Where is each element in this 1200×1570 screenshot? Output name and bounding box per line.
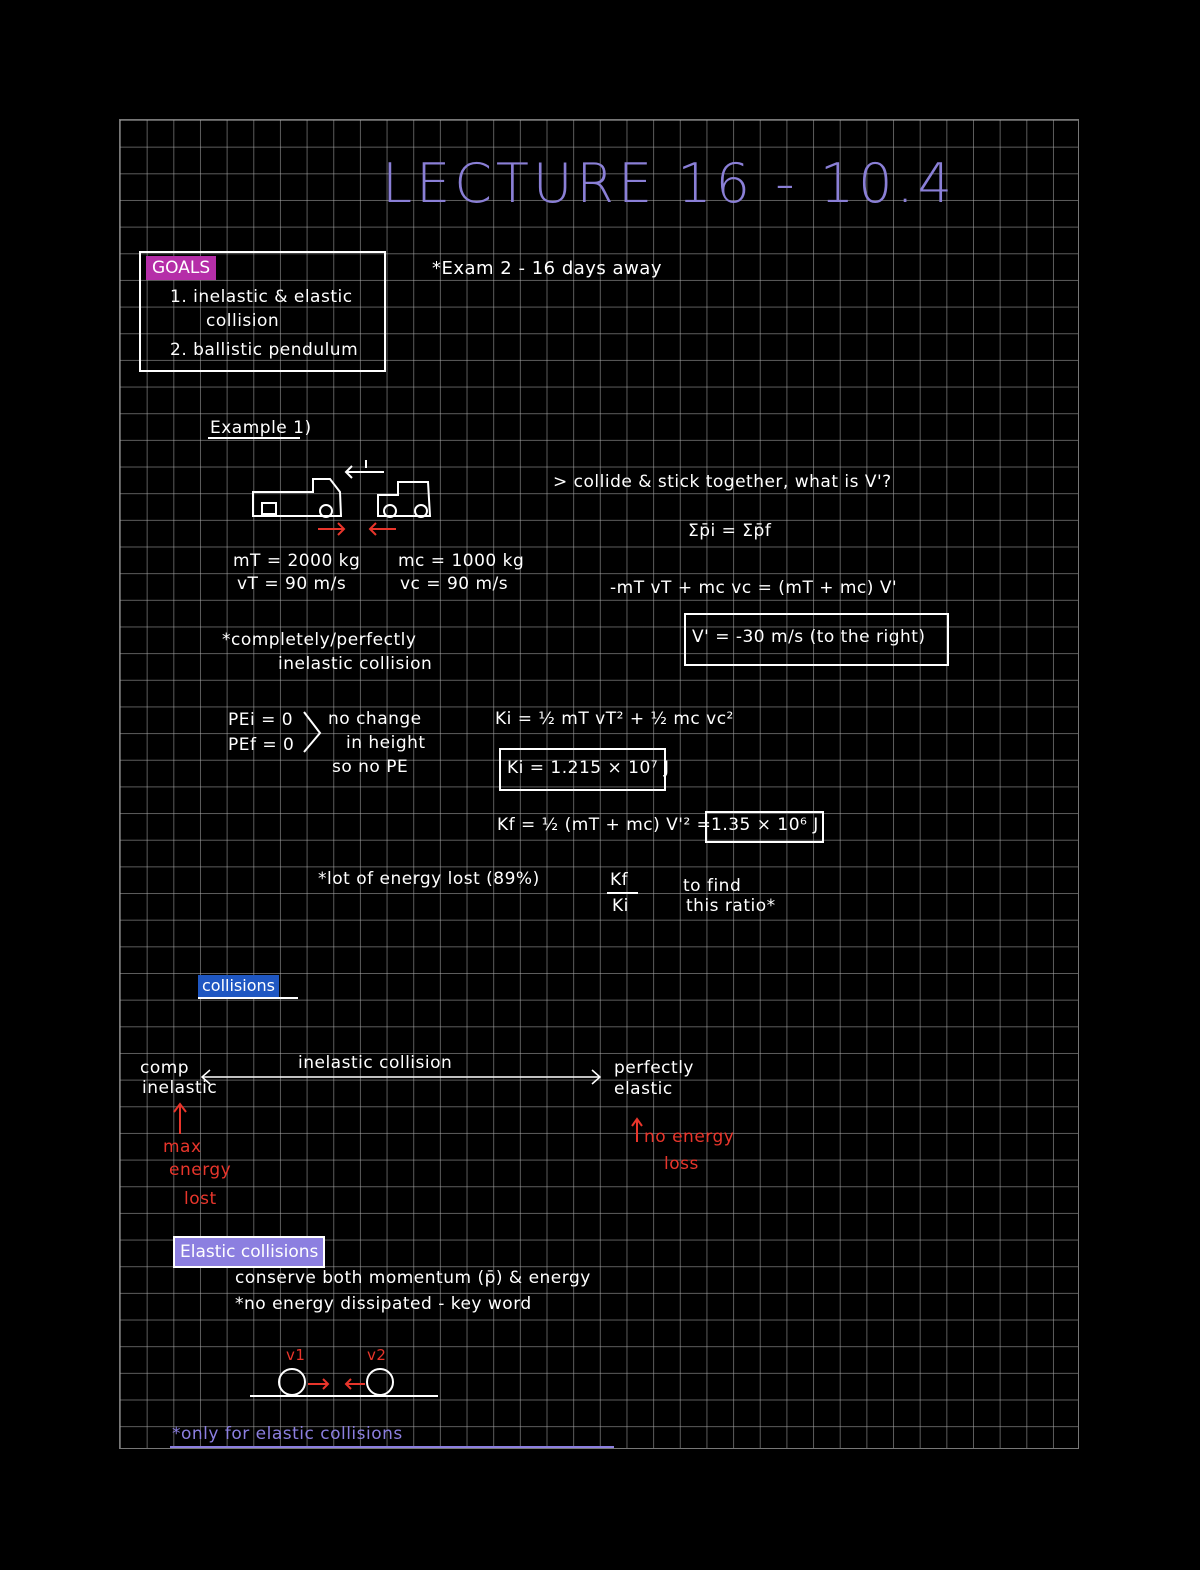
elastic-line: conserve both momentum (p̄) & energy (235, 1268, 591, 1288)
momentum-expanded: -mT vT + mc vc = (mT + mc) V' (610, 578, 898, 598)
goal-item: 1. inelastic & elastic (170, 287, 353, 307)
pe-note: no change (328, 709, 422, 729)
exam-note: *Exam 2 - 16 days away (432, 258, 662, 279)
grid-notebook-page (119, 119, 1079, 1449)
car-mass: mc = 1000 kg (398, 551, 525, 571)
goals-box (139, 251, 386, 372)
pe-note: in height (346, 733, 426, 753)
spectrum-right-label: perfectly (614, 1058, 694, 1078)
example-underline (208, 437, 300, 439)
goals-tag: GOALS (146, 256, 217, 280)
kf-equation: Kf = ½ (mT + mc) V'² = (497, 815, 712, 835)
ki-equation: Ki = ½ mT vT² + ½ mc vc² (495, 709, 734, 729)
spectrum-right-label: elastic (614, 1079, 673, 1099)
car-velocity: vc = 90 m/s (400, 574, 509, 594)
truck-velocity: vT = 90 m/s (237, 574, 347, 594)
goal-item: 2. ballistic pendulum (170, 340, 359, 360)
page-title: LECTURE 16 - 10.4 (382, 152, 956, 215)
velocity-label-2: v2 (367, 1346, 387, 1364)
example-heading: Example 1) (210, 418, 312, 438)
velocity-label-1: v1 (286, 1346, 306, 1364)
ratio-denominator: Ki (612, 896, 629, 916)
pe-note: so no PE (332, 757, 409, 777)
max-energy-lost: max (163, 1137, 202, 1157)
goal-item: collision (206, 311, 280, 331)
spectrum-middle-label: inelastic collision (298, 1053, 453, 1073)
pe-final: PEf = 0 (228, 735, 295, 755)
ratio-numerator: Kf (610, 870, 629, 890)
collision-question: > collide & stick together, what is V'? (553, 472, 892, 492)
inelastic-note: *completely/perfectly (222, 630, 417, 650)
no-energy-loss: loss (664, 1154, 699, 1174)
spectrum-left-label: comp (140, 1058, 190, 1078)
ki-result-box (499, 748, 666, 791)
velocity-result-box (684, 613, 949, 666)
ratio-note: this ratio* (686, 896, 776, 916)
truck-mass: mT = 2000 kg (233, 551, 361, 571)
elastic-line: *no energy dissipated - key word (235, 1294, 532, 1314)
spectrum-left-label: inelastic (142, 1078, 218, 1098)
max-energy-lost: lost (184, 1189, 217, 1209)
max-energy-lost: energy (169, 1160, 232, 1180)
pe-initial: PEi = 0 (228, 710, 294, 730)
collisions-underline (198, 997, 298, 999)
inelastic-note: inelastic collision (278, 654, 433, 674)
elastic-footer-note: *only for elastic collisions (172, 1424, 403, 1444)
elastic-tag: Elastic collisions (173, 1236, 326, 1268)
momentum-equation: Σp̄i = Σp̄f (688, 521, 772, 541)
velocity-result: V' = -30 m/s (to the right) (692, 627, 926, 647)
no-energy-loss: no energy (644, 1127, 735, 1147)
energy-lost-note: *lot of energy lost (89%) (318, 869, 540, 889)
ratio-note: to find (683, 876, 742, 896)
ki-result: Ki = 1.215 × 10⁷ J (507, 758, 670, 778)
collisions-tag: collisions (198, 975, 279, 997)
kf-result-box (705, 811, 824, 843)
kf-result: 1.35 × 10⁶ J (711, 815, 819, 835)
